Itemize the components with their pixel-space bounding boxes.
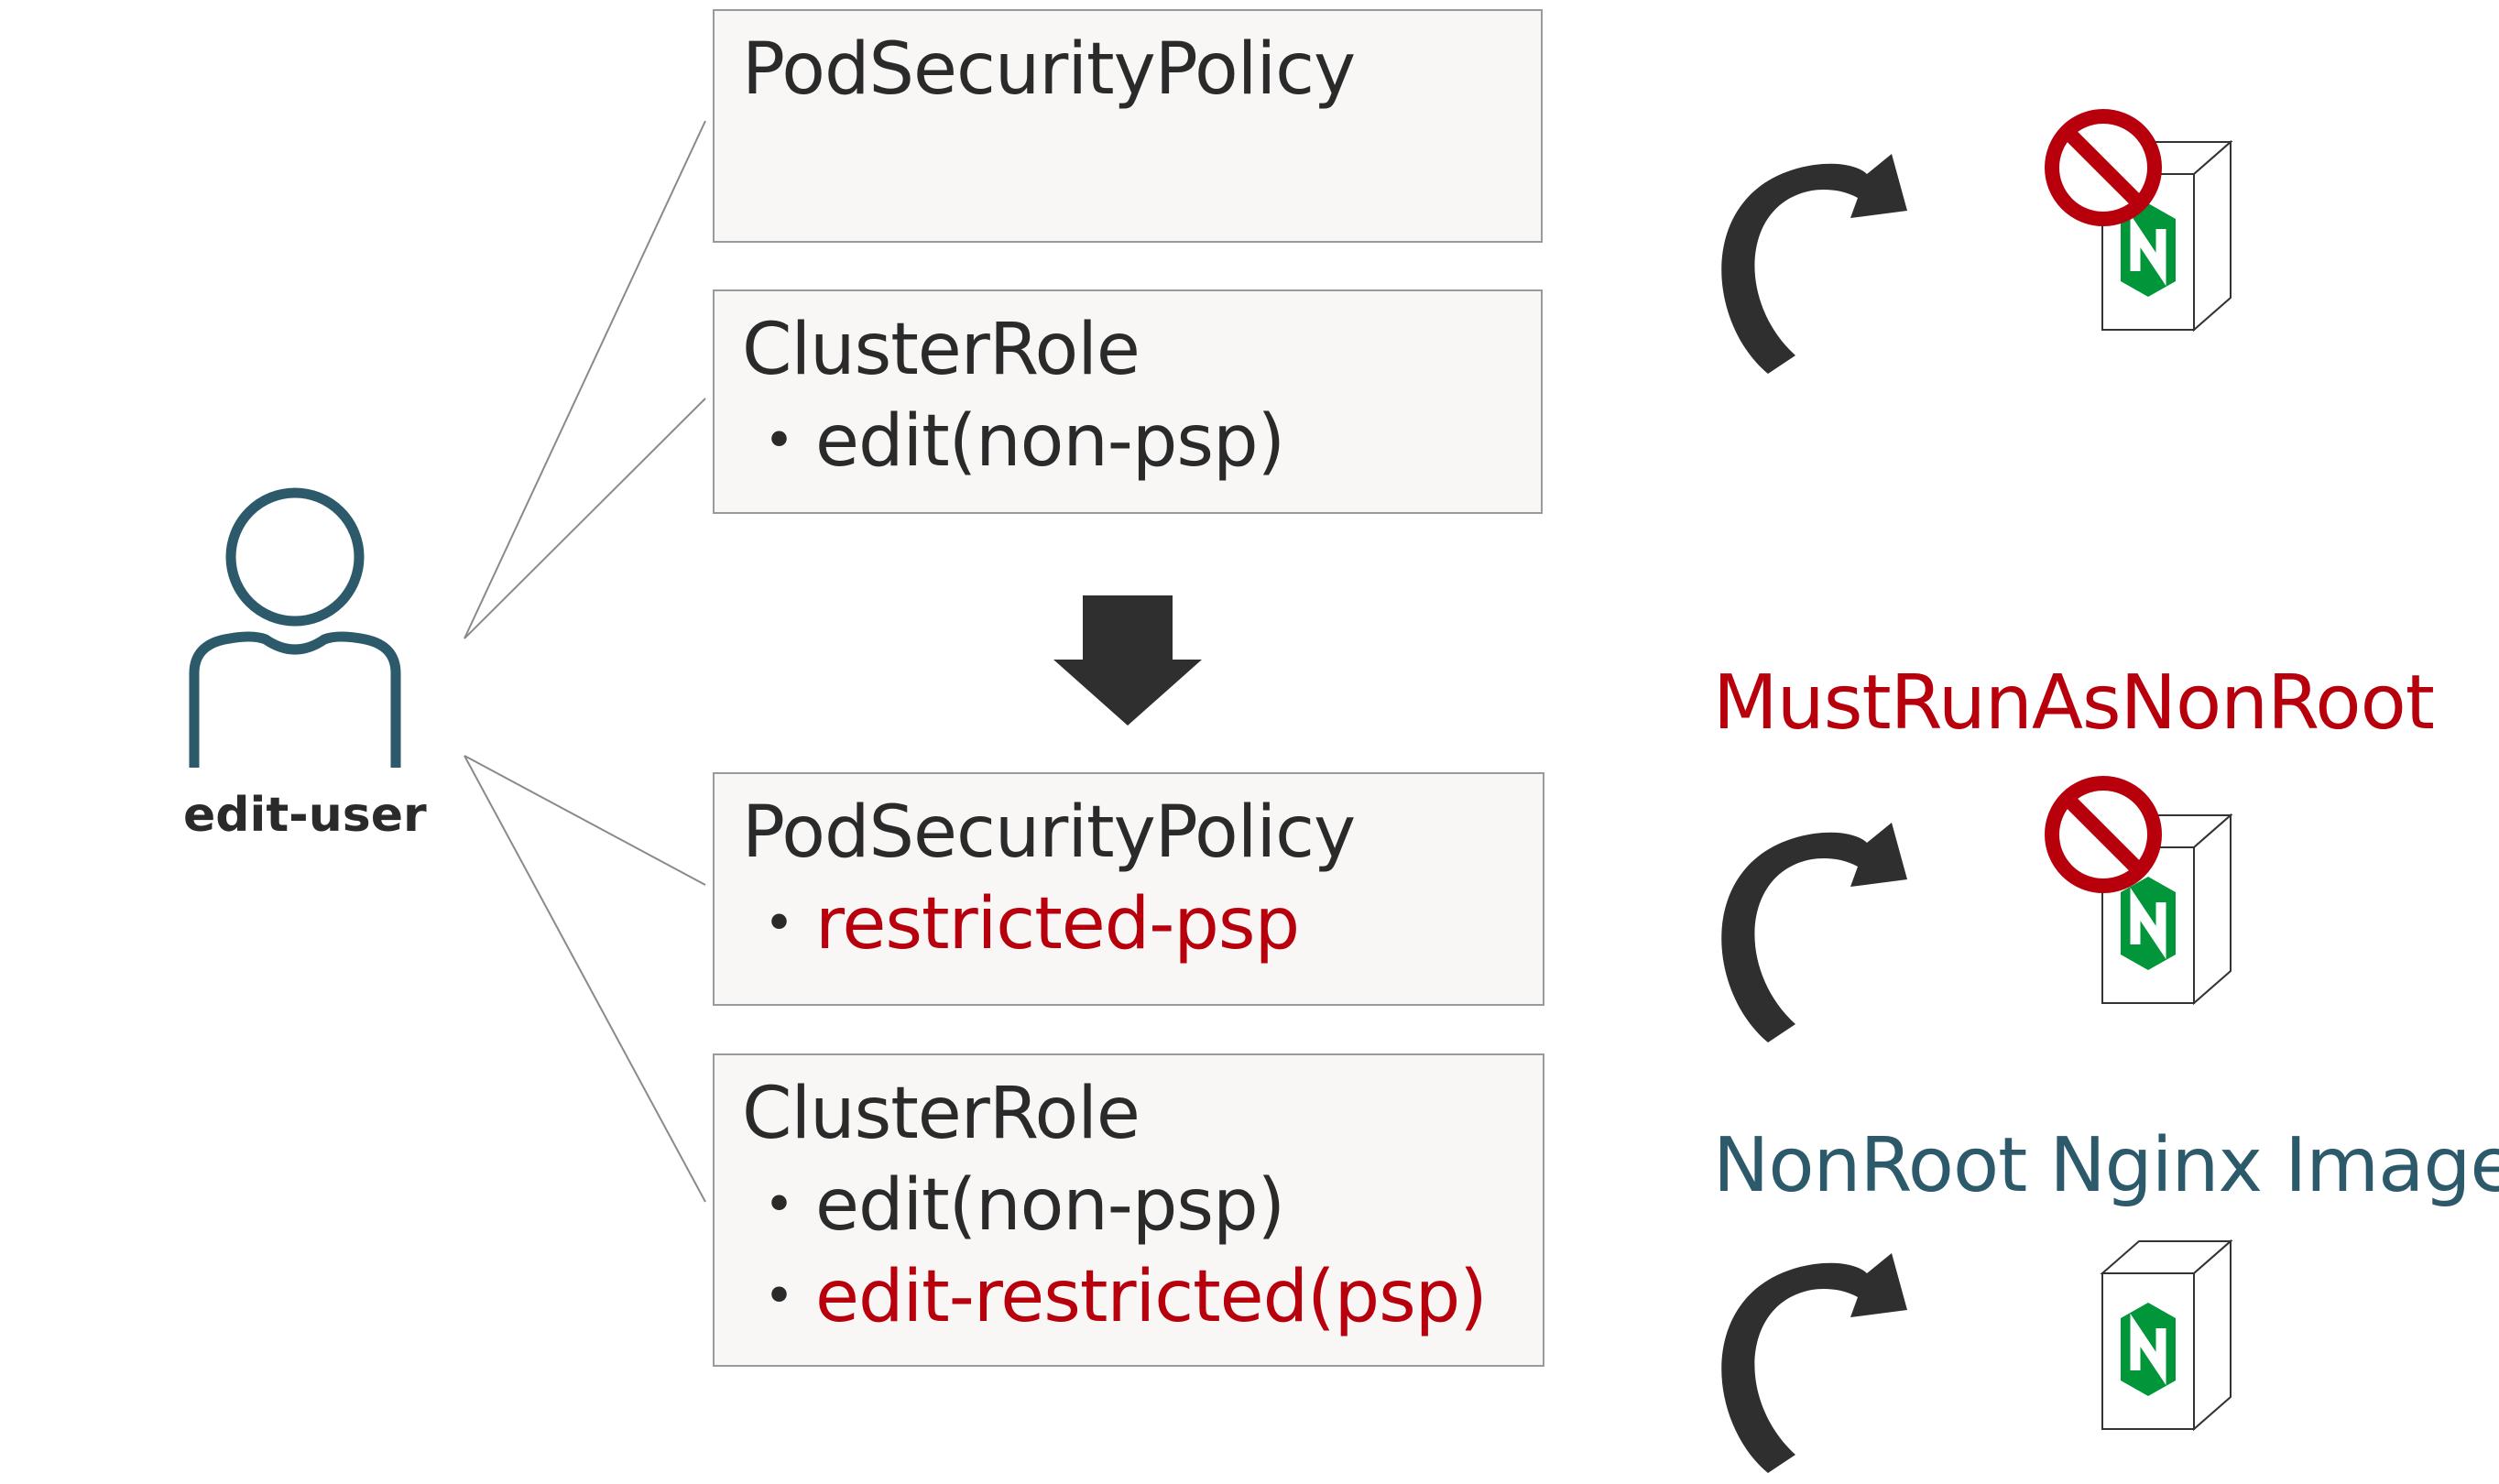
role-item-text: edit(non-psp) xyxy=(815,400,1285,483)
curved-arrow-icon xyxy=(1721,823,1907,1042)
role-item-text: edit-restricted(psp) xyxy=(815,1256,1488,1338)
role-item: ・edit(non-psp) xyxy=(742,396,1513,487)
user-icon xyxy=(189,487,401,768)
connector-line xyxy=(464,120,706,639)
role-item: ・edit(non-psp) xyxy=(742,1160,1515,1251)
curved-arrow-icon xyxy=(1721,1253,1907,1473)
bullet: ・ xyxy=(743,1164,814,1247)
prohibited-icon xyxy=(2045,109,2162,226)
connector-line xyxy=(464,755,706,1203)
clusterrole-box-title: ClusterRole xyxy=(742,309,1140,391)
bullet: ・ xyxy=(743,400,814,483)
prohibited-icon xyxy=(2045,776,2162,893)
clusterrole-box-before: ClusterRole ・edit(non-psp) xyxy=(713,289,1543,514)
psp-box-after: PodSecurityPolicy ・restricted-psp xyxy=(713,772,1544,1006)
clusterrole-box-after: ClusterRole ・edit(non-psp) ・edit-restric… xyxy=(713,1053,1544,1367)
curved-arrow-icon xyxy=(1721,154,1907,374)
clusterrole-box-title: ClusterRole xyxy=(742,1073,1140,1155)
bullet: ・ xyxy=(743,883,814,966)
connector-line xyxy=(464,398,706,639)
psp-box-before: PodSecurityPolicy xyxy=(713,9,1543,243)
psp-item: ・restricted-psp xyxy=(742,878,1515,970)
result-caption-mustrunasnonroot: MustRunAsNonRoot xyxy=(1713,660,2435,747)
bullet: ・ xyxy=(743,1256,814,1338)
psp-box-title: PodSecurityPolicy xyxy=(742,791,1356,874)
down-arrow-icon xyxy=(1053,595,1202,726)
user-label: edit-user xyxy=(183,788,427,843)
psp-box-title: PodSecurityPolicy xyxy=(742,28,1356,111)
connector-line xyxy=(464,755,706,886)
nginx-container-icon xyxy=(2100,1238,2233,1432)
role-item-text: edit(non-psp) xyxy=(815,1164,1285,1247)
connector-lines xyxy=(464,120,706,1203)
role-item: ・edit-restricted(psp) xyxy=(742,1251,1515,1343)
psp-item-text: restricted-psp xyxy=(815,883,1300,966)
result-caption-nonroot-image: NonRoot Nginx Image xyxy=(1713,1122,2499,1209)
diagram: edit-user PodSecurityPolicy ClusterRole … xyxy=(183,9,2499,1473)
